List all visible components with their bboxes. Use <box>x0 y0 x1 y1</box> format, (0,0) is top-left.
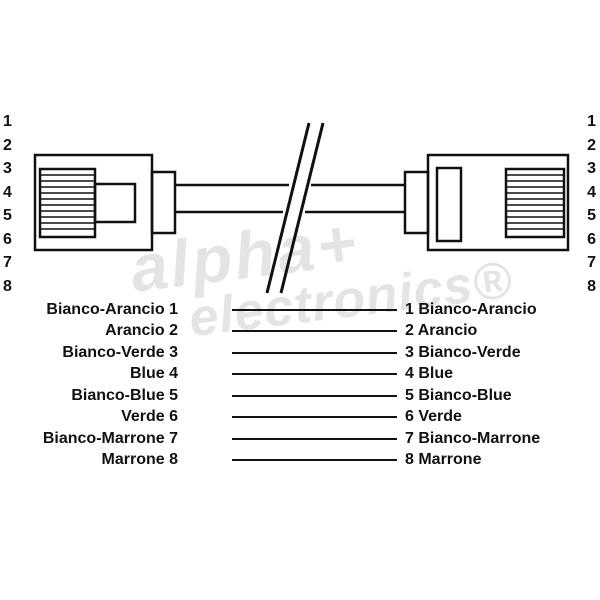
mapping-right-label: 3 Bianco-Verde <box>405 343 521 361</box>
mapping-right-label: 8 Marrone <box>405 451 482 469</box>
cable-break-marks <box>265 122 325 294</box>
right-pin-4: 4 <box>587 183 596 201</box>
mapping-left-label: Marrone 8 <box>101 451 178 469</box>
mapping-left-label: Bianco-Arancio 1 <box>46 300 178 318</box>
mapping-left-label: Blue 4 <box>129 365 178 383</box>
mapping-right-label: 4 Blue <box>405 365 454 383</box>
mapping-row-2: Arancio 2 2 Arancio <box>10 321 590 343</box>
left-connector-boot <box>150 170 177 235</box>
mapping-left-label: Bianco-Marrone 7 <box>42 429 178 447</box>
right-pin-numbers: 1 2 3 4 5 6 7 8 <box>587 110 596 298</box>
right-pin-8: 8 <box>587 277 596 295</box>
right-connector-latch <box>435 166 463 243</box>
pinout-mapping-table: Bianco-Arancio 1 1 Bianco-Arancio Aranci… <box>10 299 590 471</box>
left-pin-8: 8 <box>3 277 12 295</box>
mapping-right-label: 7 Bianco-Marrone <box>405 429 541 447</box>
left-connector-latch <box>93 182 137 224</box>
mapping-left-label: Bianco-Verde 3 <box>62 343 178 361</box>
mapping-left-label: Arancio 2 <box>105 322 178 340</box>
cable-lines <box>175 183 405 214</box>
mapping-connection-line <box>232 351 397 354</box>
left-pin-3: 3 <box>3 160 12 177</box>
mapping-right-label: 5 Bianco-Blue <box>405 386 512 404</box>
mapping-right-label: 2 Arancio <box>405 322 478 340</box>
right-pin-1: 1 <box>587 113 596 130</box>
mapping-row-8: Marrone 8 8 Marrone <box>10 450 590 472</box>
left-connector-pins-block <box>38 167 97 239</box>
mapping-connection-line <box>232 459 397 462</box>
right-connector-pin-hatch <box>507 174 563 230</box>
mapping-connection-line <box>232 330 397 333</box>
right-pin-6: 6 <box>587 230 596 248</box>
right-pin-7: 7 <box>587 254 596 271</box>
right-connector-pins-block <box>504 167 566 239</box>
left-connector-pin-hatch <box>41 174 94 230</box>
cable-drawing <box>33 122 570 294</box>
left-pin-5: 5 <box>3 207 12 224</box>
mapping-right-label: 6 Verde <box>405 408 462 426</box>
left-pin-6: 6 <box>3 230 12 248</box>
mapping-row-5: Bianco-Blue 5 5 Bianco-Blue <box>10 385 590 407</box>
mapping-right-label: 1 Bianco-Arancio <box>405 300 537 318</box>
mapping-row-1: Bianco-Arancio 1 1 Bianco-Arancio <box>10 299 590 321</box>
right-rj45-connector <box>403 153 570 252</box>
left-rj45-connector <box>33 153 177 252</box>
right-connector-boot <box>403 170 430 235</box>
mapping-left-label: Verde 6 <box>121 408 178 426</box>
left-pin-1: 1 <box>3 113 12 130</box>
mapping-row-3: Bianco-Verde 3 3 Bianco-Verde <box>10 342 590 364</box>
right-pin-2: 2 <box>587 136 596 154</box>
mapping-connection-line <box>232 373 397 376</box>
mapping-connection-line <box>232 394 397 397</box>
left-pin-4: 4 <box>3 183 12 201</box>
right-pin-3: 3 <box>587 160 596 177</box>
mapping-connection-line <box>232 416 397 419</box>
mapping-left-label: Bianco-Blue 5 <box>71 386 178 404</box>
left-pin-numbers: 1 2 3 4 5 6 7 8 <box>3 110 12 298</box>
left-pin-7: 7 <box>3 254 12 271</box>
mapping-row-7: Bianco-Marrone 7 7 Bianco-Marrone <box>10 428 590 450</box>
mapping-connection-line <box>232 437 397 440</box>
mapping-row-6: Verde 6 6 Verde <box>10 407 590 429</box>
left-pin-2: 2 <box>3 136 12 154</box>
right-pin-5: 5 <box>587 207 596 224</box>
mapping-row-4: Blue 4 4 Blue <box>10 364 590 386</box>
mapping-connection-line <box>232 308 397 311</box>
